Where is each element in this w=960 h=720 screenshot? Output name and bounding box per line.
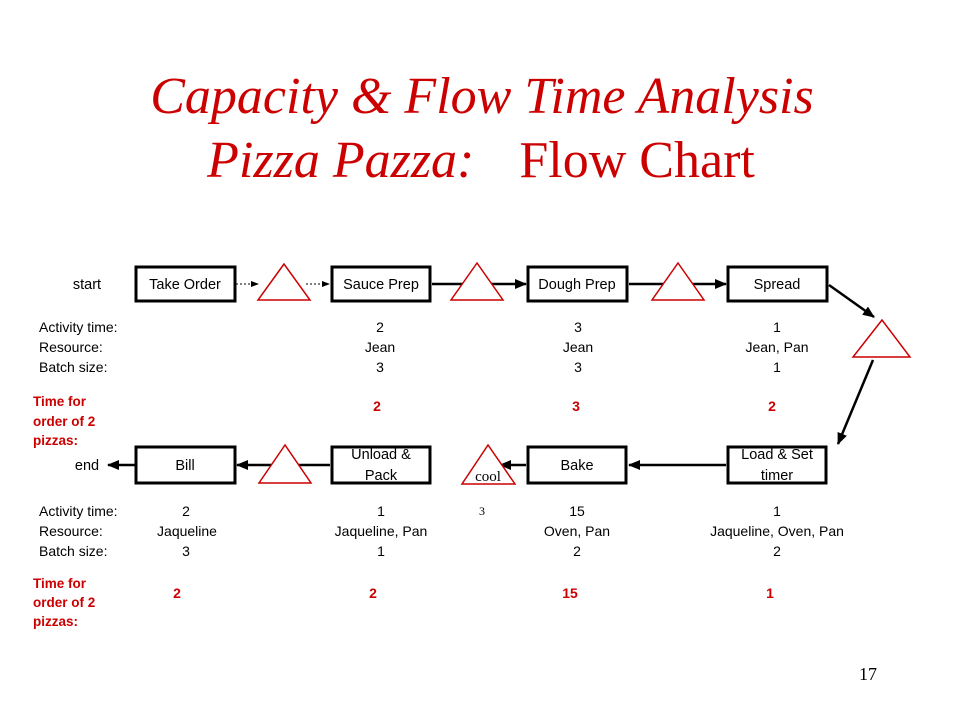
step-label-dough-prep: Dough Prep — [538, 277, 615, 293]
load-set-timer-resource: Jaqueline, Oven, Pan — [710, 523, 844, 539]
step-label-bill: Bill — [175, 458, 194, 474]
arrow-buffer-4-to-load-set-timer — [836, 359, 875, 445]
step-label-unload-pack-line-1: Unload & — [351, 447, 411, 463]
title-flow-chart: Flow Chart — [519, 132, 755, 189]
spread-batch-size: 1 — [773, 359, 781, 375]
title-subject: Pizza Pazza: — [206, 132, 474, 189]
order-time-label-line-3: pizzas: — [33, 433, 78, 448]
bake-activity-time: 15 — [569, 503, 585, 519]
unload-pack-order-time: 2 — [369, 585, 377, 601]
bill-activity-time: 2 — [182, 503, 190, 519]
bill-batch-size: 3 — [182, 543, 190, 559]
row-label-activity-time: Activity time: — [39, 503, 118, 519]
buffer-triangle-icon-3 — [650, 261, 706, 301]
bottom-row-steps: end Bill Unload & Pack cool 3 Bake Load … — [75, 445, 828, 518]
sauce-prep-activity-time: 2 — [376, 319, 384, 335]
row-label-activity-time: Activity time: — [39, 319, 118, 335]
buffer-triangles — [256, 261, 912, 485]
order-time-label-line-1: Time for — [33, 576, 87, 591]
buffer-triangle-icon-2 — [449, 261, 505, 301]
order-time-label-line-1: Time for — [33, 394, 87, 409]
top-row-data: Activity time: Resource: Batch size: 2 J… — [39, 319, 809, 375]
order-time-label-line-3: pizzas: — [33, 614, 78, 629]
top-row-order-time: Time for order of 2 pizzas: 2 3 2 — [33, 394, 776, 448]
bottom-row-order-time: Time for order of 2 pizzas: 2 2 15 1 — [33, 576, 774, 629]
row-label-batch-size: Batch size: — [39, 543, 107, 559]
order-time-label-line-2: order of 2 — [33, 595, 95, 610]
dough-prep-order-time: 3 — [572, 398, 580, 414]
page-number: 17 — [859, 664, 877, 684]
bottom-row-data: Activity time: Resource: Batch size: 2 J… — [39, 503, 844, 559]
row-label-resource: Resource: — [39, 339, 103, 355]
step-box-bill — [134, 445, 237, 485]
bake-order-time: 15 — [562, 585, 578, 601]
cool-buffer-triangle-icon — [460, 443, 517, 485]
load-set-timer-order-time: 1 — [766, 585, 774, 601]
title-line-2: Pizza Pazza: Flow Chart — [206, 132, 755, 189]
buffer-triangle-icon-4 — [851, 318, 912, 358]
sauce-prep-order-time: 2 — [373, 398, 381, 414]
dough-prep-batch-size: 3 — [574, 359, 582, 375]
unload-pack-batch-size: 1 — [377, 543, 385, 559]
bill-order-time: 2 — [173, 585, 181, 601]
step-box-unload-pack — [330, 445, 432, 485]
step-box-dough-prep — [526, 265, 629, 303]
end-label: end — [75, 458, 99, 474]
load-set-timer-batch-size: 2 — [773, 543, 781, 559]
slide-title: Capacity & Flow Time Analysis Pizza Pazz… — [150, 68, 813, 189]
unload-pack-activity-time: 1 — [377, 503, 385, 519]
step-box-bake — [526, 445, 628, 485]
load-set-timer-activity-time: 1 — [773, 503, 781, 519]
dough-prep-activity-time: 3 — [574, 319, 582, 335]
row-label-batch-size: Batch size: — [39, 359, 107, 375]
step-label-sauce-prep: Sauce Prep — [343, 277, 419, 293]
title-line-1: Capacity & Flow Time Analysis — [150, 68, 813, 125]
step-label-spread: Spread — [754, 277, 801, 293]
sauce-prep-resource: Jean — [365, 339, 395, 355]
buffer-triangle-icon-1 — [256, 262, 312, 301]
step-label-take-order: Take Order — [149, 277, 221, 293]
spread-activity-time: 1 — [773, 319, 781, 335]
cool-buffer-time: 3 — [479, 504, 485, 518]
order-time-label-line-2: order of 2 — [33, 414, 95, 429]
dough-prep-resource: Jean — [563, 339, 593, 355]
step-label-load-set-timer-line-2: timer — [761, 468, 793, 484]
spread-order-time: 2 — [768, 398, 776, 414]
step-label-bake: Bake — [560, 458, 593, 474]
cool-buffer-label: cool — [475, 469, 501, 485]
spread-resource: Jean, Pan — [745, 339, 808, 355]
step-label-unload-pack-line-2: Pack — [365, 468, 398, 484]
arrow-spread-to-buffer-4 — [828, 283, 875, 319]
step-box-sauce-prep — [330, 265, 432, 303]
step-label-load-set-timer-line-1: Load & Set — [741, 447, 813, 463]
buffer-triangle-icon-5 — [257, 443, 313, 484]
step-box-spread — [726, 265, 829, 303]
unload-pack-resource: Jaqueline, Pan — [335, 523, 428, 539]
row-label-resource: Resource: — [39, 523, 103, 539]
flow-connectors — [107, 279, 875, 470]
step-box-take-order — [134, 265, 237, 303]
start-label: start — [73, 277, 101, 293]
bake-batch-size: 2 — [573, 543, 581, 559]
bill-resource: Jaqueline — [157, 523, 217, 539]
step-box-load-set-timer — [726, 445, 828, 485]
sauce-prep-batch-size: 3 — [376, 359, 384, 375]
top-row-steps: start Take Order Sauce Prep Dough Prep S… — [73, 265, 829, 303]
bake-resource: Oven, Pan — [544, 523, 610, 539]
